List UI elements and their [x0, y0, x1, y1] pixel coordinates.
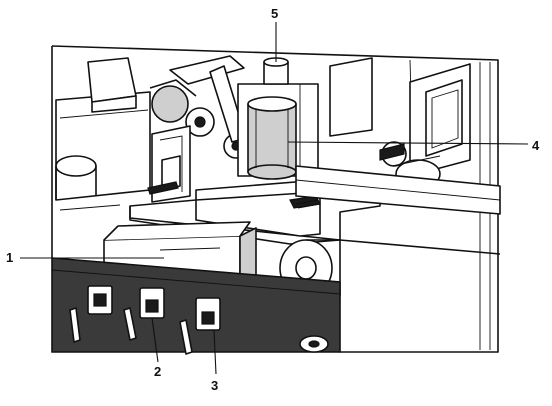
callout-labels: 1 2 3 4 5: [6, 6, 540, 393]
callout-1: 1: [6, 250, 13, 265]
cutter-head: [329, 57, 471, 189]
left-motor-housing: [55, 57, 151, 211]
callout-3: 3: [211, 378, 218, 393]
guide-rail: [295, 165, 501, 255]
handwheel-knob: [299, 335, 329, 353]
switch-left: [69, 285, 113, 343]
leader-4: [287, 141, 529, 145]
slide-uprights: [147, 125, 191, 203]
callout-5: 5: [271, 6, 278, 21]
control-panel: [51, 257, 341, 355]
switch-right: [179, 297, 221, 355]
switch-center: [123, 287, 165, 341]
leader-2: [151, 317, 159, 363]
leader-3: [213, 329, 217, 375]
leader-lines: [20, 22, 529, 375]
spindle-motor: [237, 57, 319, 180]
callout-4: 4: [532, 138, 540, 153]
callout-2: 2: [154, 364, 161, 379]
